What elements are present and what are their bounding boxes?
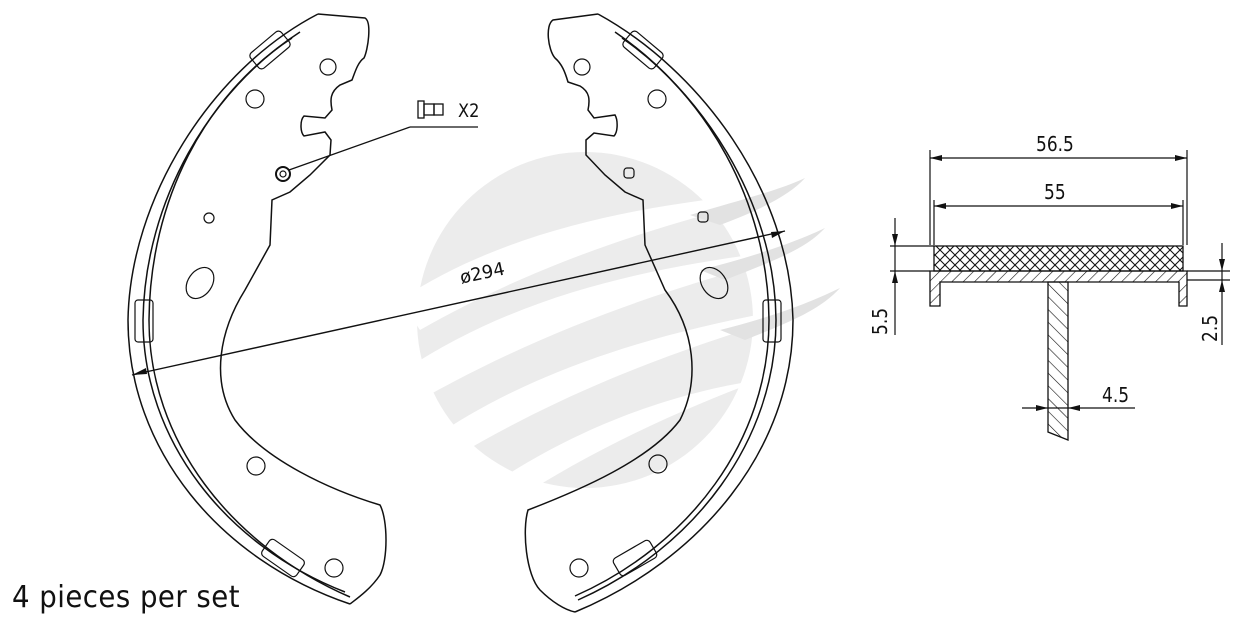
right-brake-shoe [524, 13, 794, 613]
dim-web-thickness-label: 4.5 [1102, 383, 1130, 407]
cross-section-view [890, 150, 1230, 441]
dim-table-thickness-label: 2.5 [1198, 314, 1222, 342]
dim-overall-width-label: 56.5 [1036, 132, 1074, 156]
rivet-callout [288, 100, 478, 171]
watermark-logo [400, 152, 840, 510]
diameter-dimension [131, 230, 786, 376]
dim-lining-width-label: 55 [1044, 180, 1066, 204]
dim-lining-thickness-label: 5.5 [868, 307, 892, 335]
left-brake-shoe [127, 13, 387, 605]
set-quantity-caption: 4 pieces per set [12, 580, 240, 615]
rivet-quantity-label: X2 [458, 100, 480, 122]
